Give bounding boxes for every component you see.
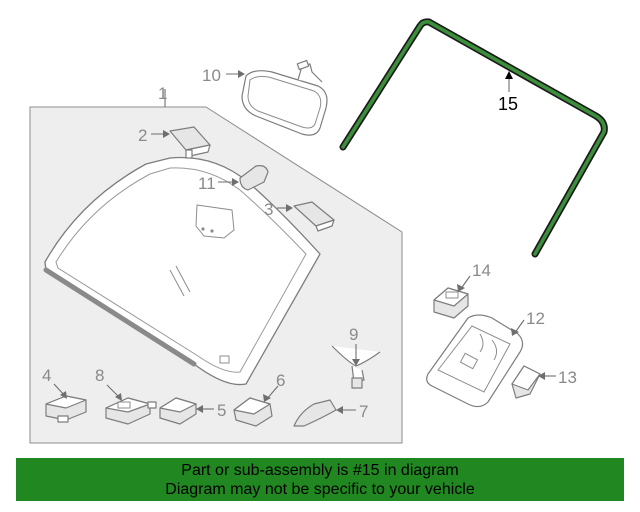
part-15-molding[interactable] xyxy=(339,18,608,258)
arrow-9 xyxy=(352,359,360,366)
arrow-4 xyxy=(60,391,67,399)
arrow-8 xyxy=(115,393,122,401)
callout-13[interactable]: 13 xyxy=(558,368,577,387)
arrow-6 xyxy=(263,394,271,402)
callout-5[interactable]: 5 xyxy=(217,401,226,420)
info-banner: Part or sub-assembly is #15 in diagram D… xyxy=(16,458,624,501)
callout-9[interactable]: 9 xyxy=(349,325,358,344)
callout-7[interactable]: 7 xyxy=(359,402,368,421)
part-7-end-cap[interactable] xyxy=(293,399,337,427)
part-2-cover[interactable] xyxy=(169,126,211,159)
callout-4[interactable]: 4 xyxy=(42,366,51,385)
banner-line-2: Diagram may not be specific to your vehi… xyxy=(165,481,475,498)
callout-12[interactable]: 12 xyxy=(526,309,545,328)
callout-3[interactable]: 3 xyxy=(264,200,273,219)
arrow-12 xyxy=(511,328,519,336)
callout-8[interactable]: 8 xyxy=(95,366,104,385)
part-14-cover[interactable] xyxy=(433,287,469,319)
part-8-connector[interactable] xyxy=(105,397,157,425)
part-10-mirror[interactable] xyxy=(241,59,328,136)
arrow-7 xyxy=(336,406,343,414)
callout-1[interactable]: 1 xyxy=(158,84,167,103)
part-5-clip[interactable] xyxy=(159,397,197,425)
arrow-11 xyxy=(232,178,239,186)
part-12-console[interactable] xyxy=(426,314,524,408)
arrow-3 xyxy=(286,204,293,212)
arrow-2 xyxy=(163,130,170,138)
arrow-13 xyxy=(538,372,545,380)
parts-diagram: 15 1 2 3 11 xyxy=(29,18,608,444)
banner-line-1: Part or sub-assembly is #15 in diagram xyxy=(181,462,459,479)
arrow-14 xyxy=(457,284,465,292)
callout-10[interactable]: 10 xyxy=(202,66,221,85)
part-6-clip[interactable] xyxy=(233,397,273,427)
part-3-trim[interactable] xyxy=(293,201,335,232)
windshield-glass[interactable] xyxy=(43,156,321,386)
arrow-15 xyxy=(505,71,513,79)
arrow-5 xyxy=(196,405,203,413)
part-11-sensor-cover[interactable] xyxy=(239,165,269,191)
callout-14[interactable]: 14 xyxy=(472,261,491,280)
callout-15[interactable]: 15 xyxy=(498,94,518,114)
callout-11[interactable]: 11 xyxy=(198,174,216,193)
callout-2[interactable]: 2 xyxy=(138,126,147,145)
callout-6[interactable]: 6 xyxy=(276,371,285,390)
part-13-bracket[interactable] xyxy=(511,365,541,399)
arrow-10 xyxy=(238,70,245,78)
part-4-bracket[interactable] xyxy=(45,395,87,423)
